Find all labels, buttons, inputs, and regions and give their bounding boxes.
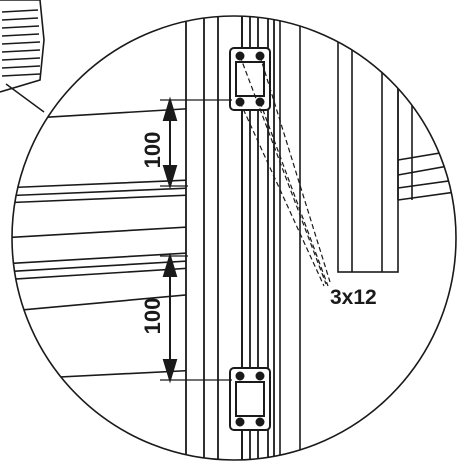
detail-circle <box>11 15 457 461</box>
cabinet-frame <box>279 16 456 460</box>
hinge-bottom <box>229 367 271 431</box>
dimension-label-top: 100 <box>140 132 165 169</box>
detail-leader-line <box>5 83 45 113</box>
dimension-arrow-bottom <box>162 252 178 384</box>
screw-leader-lines <box>239 55 331 287</box>
overview-thumbnail <box>0 0 45 93</box>
dimension-extension-lines <box>160 99 232 381</box>
screw-spec-label: 3x12 <box>330 286 377 309</box>
hinge-top <box>229 47 271 111</box>
dimension-label-bottom: 100 <box>140 298 165 335</box>
dimension-arrow-top <box>162 96 178 190</box>
